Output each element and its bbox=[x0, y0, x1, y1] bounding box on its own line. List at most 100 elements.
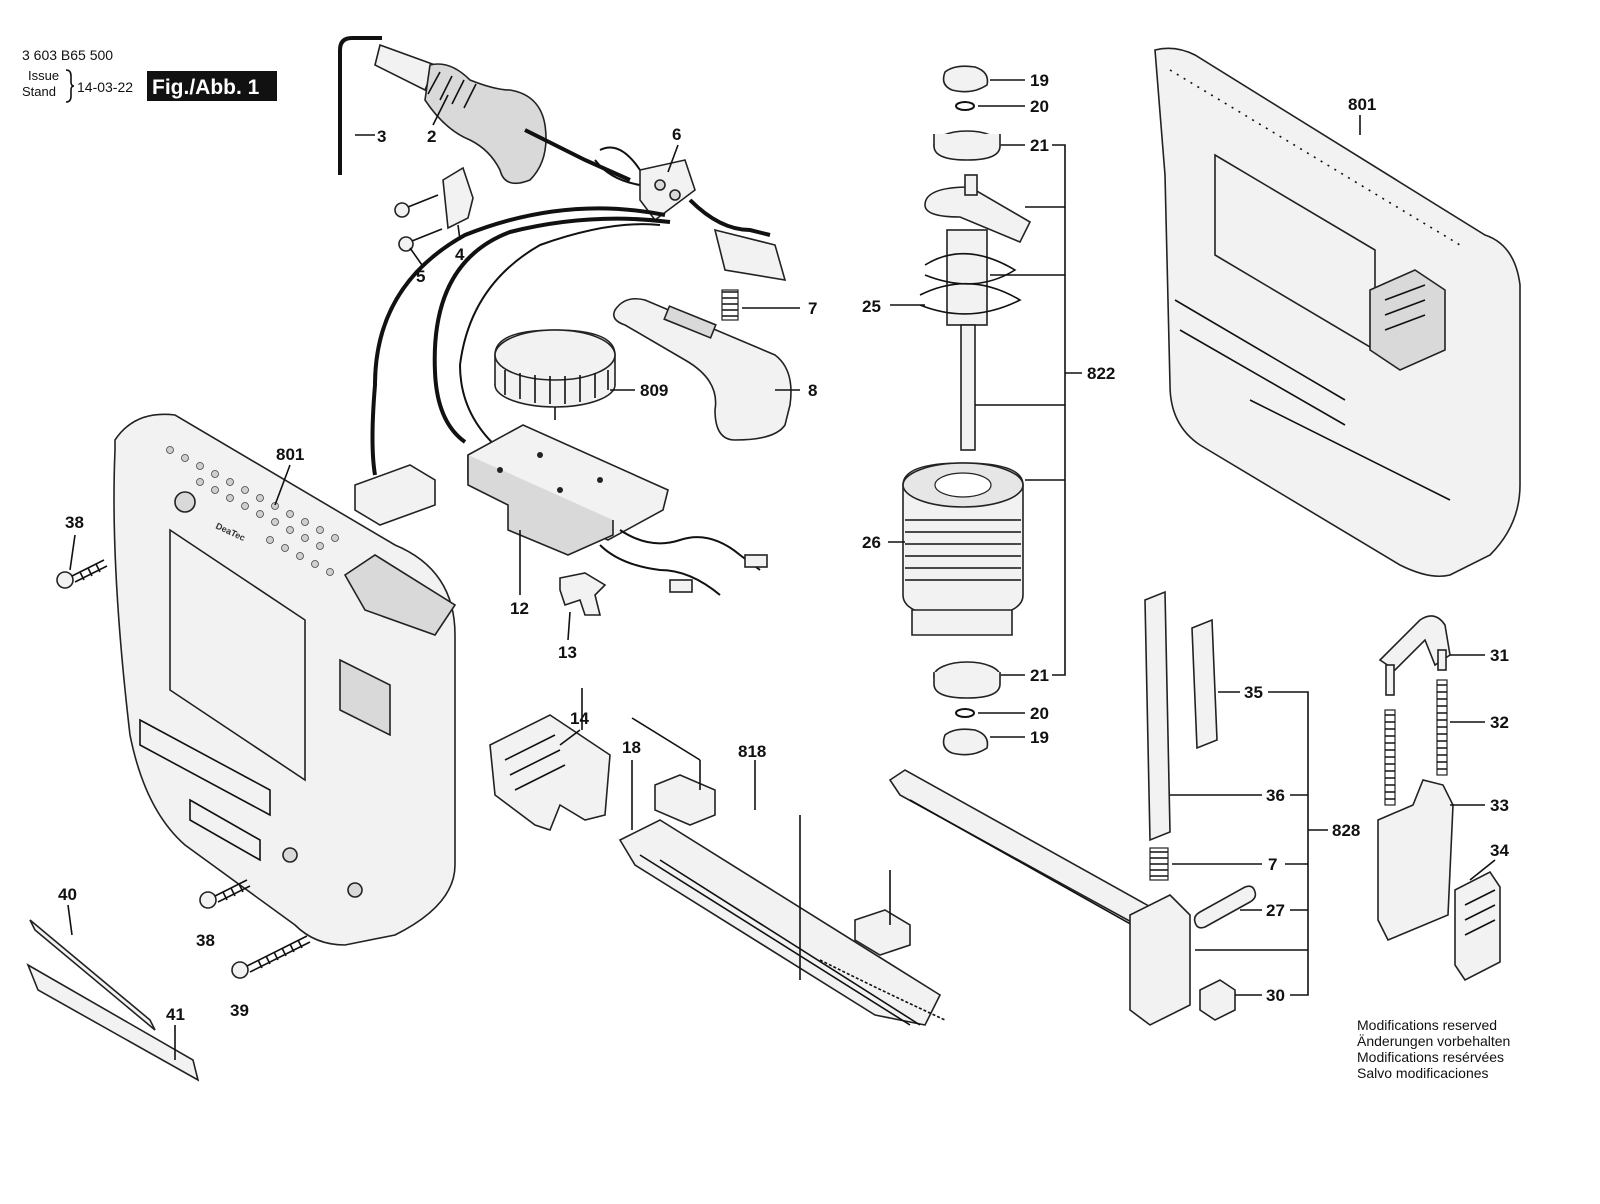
o-ring-20-top bbox=[955, 101, 975, 111]
cable-clamp-4 bbox=[442, 166, 474, 230]
callout-828: 828 bbox=[1332, 821, 1360, 840]
callout-25: 25 bbox=[862, 297, 881, 316]
cable-sleeve bbox=[374, 43, 437, 92]
callout-18: 18 bbox=[622, 738, 641, 757]
modifications-note: Modifications reserved Änderungen vorbeh… bbox=[1357, 1017, 1510, 1081]
pin-27 bbox=[1193, 885, 1257, 929]
callout-38-lower: 38 bbox=[196, 931, 215, 950]
spring-7-lower bbox=[1149, 847, 1169, 881]
damper-19-top bbox=[942, 65, 989, 93]
plunger-rod bbox=[960, 324, 976, 451]
safety-plate-33 bbox=[1377, 779, 1454, 942]
housing-half-right-801 bbox=[1154, 47, 1521, 578]
cable-3 bbox=[338, 36, 382, 175]
callout-818: 818 bbox=[738, 742, 766, 761]
cap-30 bbox=[1199, 979, 1236, 1021]
spring-7-upper bbox=[721, 289, 739, 321]
callout-30: 30 bbox=[1266, 986, 1285, 1005]
housing-half-left-801: DeaTec bbox=[113, 413, 457, 946]
callout-13: 13 bbox=[558, 643, 577, 662]
plunger-body bbox=[946, 229, 988, 326]
screws-5 bbox=[394, 194, 443, 252]
note-line-es: Salvo modificaciones bbox=[1357, 1065, 1489, 1081]
callout-21-bottom: 21 bbox=[1030, 666, 1049, 685]
suppressor-part bbox=[713, 228, 787, 281]
callout-20-top: 20 bbox=[1030, 97, 1049, 116]
callout-39: 39 bbox=[230, 1001, 249, 1020]
strain-relief-2 bbox=[424, 63, 547, 185]
screw-39 bbox=[231, 935, 311, 979]
callout-36: 36 bbox=[1266, 786, 1285, 805]
callout-40: 40 bbox=[58, 885, 77, 904]
cover-34 bbox=[1454, 870, 1501, 982]
callout-3: 3 bbox=[377, 127, 386, 146]
stand-label: Stand bbox=[22, 84, 56, 99]
callout-7-upper: 7 bbox=[808, 299, 817, 318]
callout-27: 27 bbox=[1266, 901, 1285, 920]
callout-2: 2 bbox=[427, 127, 436, 146]
callout-822: 822 bbox=[1087, 364, 1115, 383]
staple-clip-18 bbox=[654, 774, 716, 826]
guide-rail-assembly bbox=[888, 769, 1191, 1026]
callout-6: 6 bbox=[672, 125, 681, 144]
magazine-assembly-818 bbox=[618, 774, 946, 1026]
callout-20-bottom: 20 bbox=[1030, 704, 1049, 723]
leader-lines bbox=[67, 79, 1496, 1060]
o-ring-20-bottom bbox=[955, 708, 975, 718]
callout-41: 41 bbox=[166, 1005, 185, 1024]
callout-4: 4 bbox=[455, 245, 465, 264]
figure-label-box bbox=[147, 71, 277, 101]
safety-bracket-31 bbox=[1378, 615, 1451, 696]
label-plate-40 bbox=[29, 919, 156, 1031]
callout-32: 32 bbox=[1490, 713, 1509, 732]
nose-block bbox=[1129, 894, 1191, 1026]
header-block: 3 603 B65 500 Issue Stand 14-03-22 Fig./… bbox=[22, 47, 277, 103]
callout-31: 31 bbox=[1490, 646, 1509, 665]
part-number: 3 603 B65 500 bbox=[22, 47, 113, 63]
figure-label: Fig./Abb. 1 bbox=[152, 76, 260, 99]
issue-date: 14-03-22 bbox=[77, 79, 133, 95]
return-spring-25 bbox=[919, 252, 1022, 315]
switch-slider-13 bbox=[559, 572, 607, 616]
slider-piece bbox=[854, 909, 911, 956]
adjustment-knob-809 bbox=[494, 329, 616, 420]
damper-19-bottom bbox=[942, 728, 989, 756]
plunger-head bbox=[924, 186, 1032, 244]
callout-19-top: 19 bbox=[1030, 71, 1049, 90]
screw-38-lower bbox=[199, 879, 251, 909]
callout-38-upper: 38 bbox=[65, 513, 84, 532]
screw-38-upper bbox=[56, 559, 108, 589]
callout-35: 35 bbox=[1244, 683, 1263, 702]
electronic-module-12 bbox=[467, 424, 768, 596]
solenoid-assembly-822 bbox=[902, 65, 1032, 756]
callout-5: 5 bbox=[416, 267, 425, 286]
callout-801-right: 801 bbox=[1348, 95, 1376, 114]
springs-32 bbox=[1384, 679, 1448, 806]
note-line-fr: Modifications resérvées bbox=[1357, 1049, 1504, 1065]
callout-8: 8 bbox=[808, 381, 817, 400]
callout-numbers: 3 2 6 4 5 7 8 809 801 38 12 13 19 20 21 … bbox=[58, 71, 1509, 1024]
callout-801-left: 801 bbox=[276, 445, 304, 464]
callout-19-bottom: 19 bbox=[1030, 728, 1049, 747]
callout-12: 12 bbox=[510, 599, 529, 618]
label-plate-41 bbox=[26, 963, 200, 1082]
header-brace bbox=[65, 69, 75, 103]
capacitor-block bbox=[354, 464, 436, 526]
callout-33: 33 bbox=[1490, 796, 1509, 815]
issue-label: Issue bbox=[28, 68, 59, 83]
callout-14: 14 bbox=[570, 709, 589, 728]
driver-blade-35 bbox=[1144, 590, 1218, 842]
feed-spring bbox=[819, 959, 946, 1021]
note-line-en: Modifications reserved bbox=[1357, 1017, 1497, 1033]
callout-26: 26 bbox=[862, 533, 881, 552]
terminal-block-6 bbox=[370, 159, 787, 476]
callout-34: 34 bbox=[1490, 841, 1509, 860]
callout-809: 809 bbox=[640, 381, 668, 400]
callout-21-top: 21 bbox=[1030, 136, 1049, 155]
note-line-de: Änderungen vorbehalten bbox=[1357, 1033, 1510, 1049]
blade-insert-36 bbox=[1191, 618, 1218, 750]
callout-7-lower: 7 bbox=[1268, 855, 1277, 874]
power-cable-assembly bbox=[338, 36, 641, 186]
trigger-8 bbox=[612, 297, 792, 441]
